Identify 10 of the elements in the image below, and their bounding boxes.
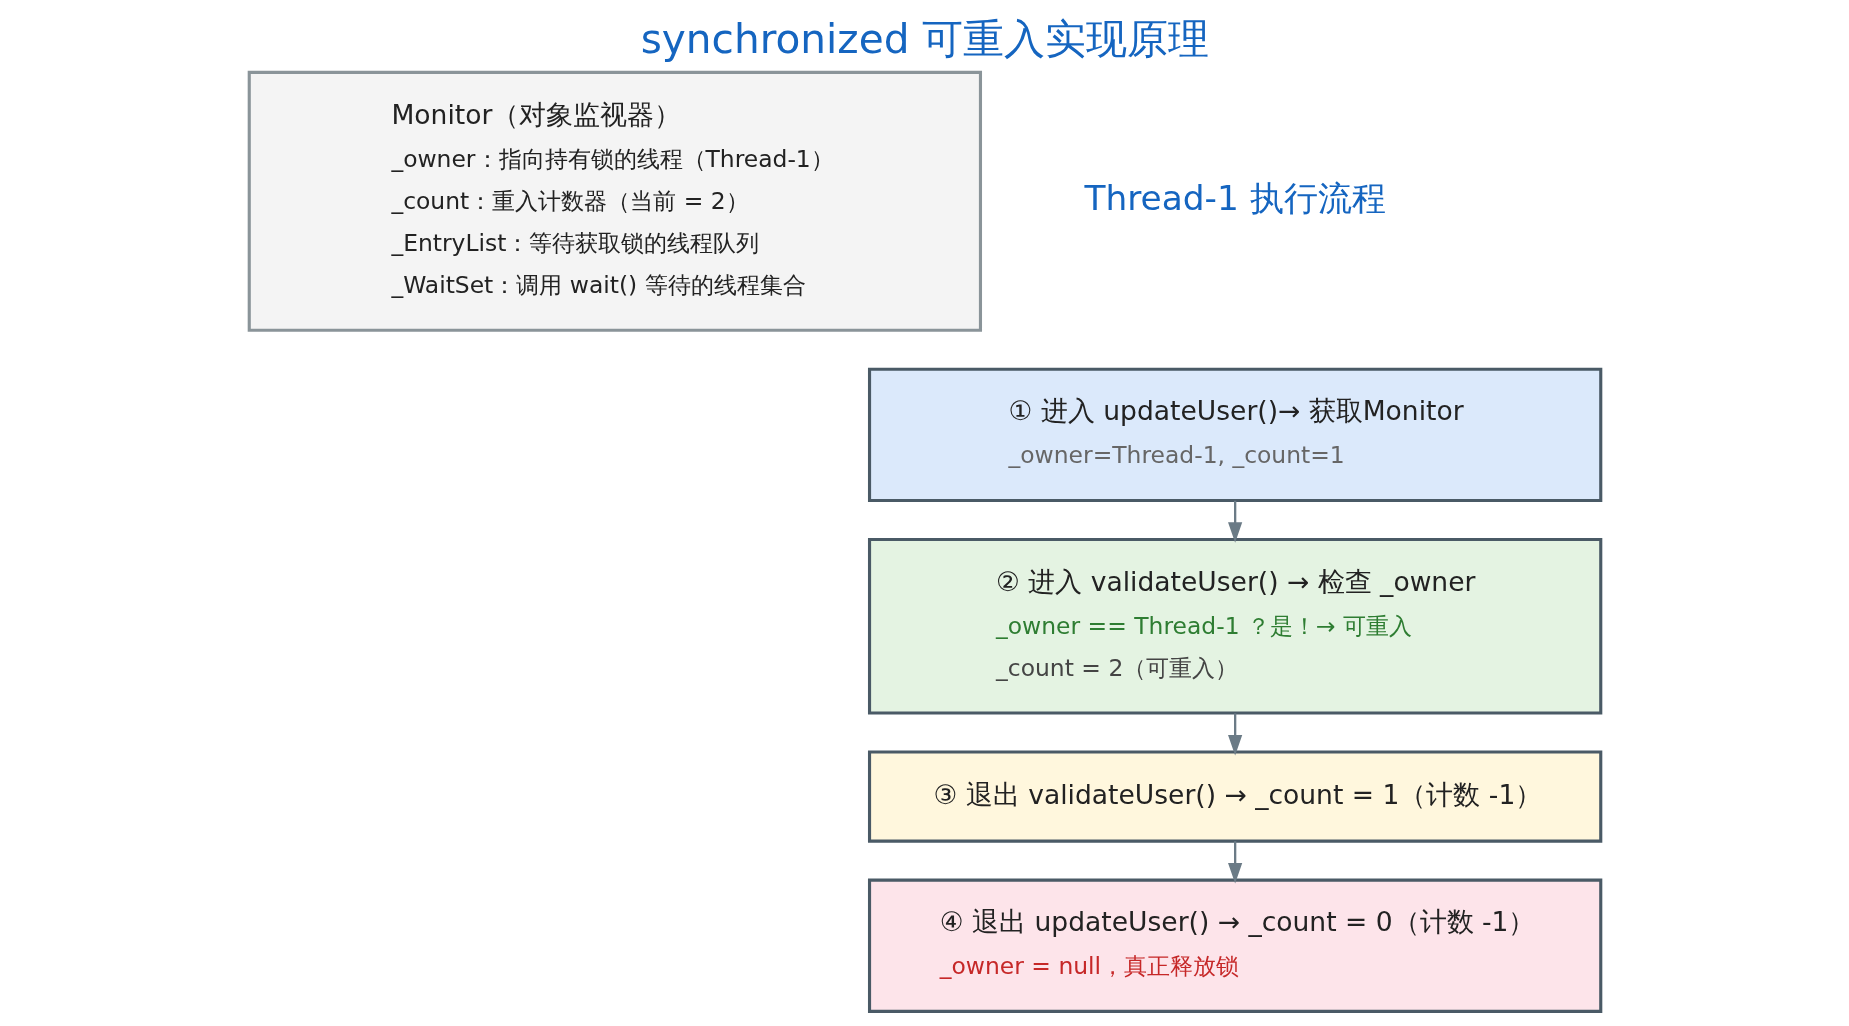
node-box: ④ 退出 updateUser() → _count = 0（计数 -1） _owner = null，真正释放锁 — [867, 878, 1602, 1013]
node-box: ③ 退出 validateUser() → _count = 1（计数 -1） — [867, 750, 1602, 843]
node-box: ① 进入 updateUser()→ 获取Monitor _owner=Thread-1, _count=1 — [867, 367, 1602, 503]
label: Thread-1 执行流程 — [1083, 178, 1386, 219]
node-box: Monitor（对象监视器） _owner：指向持有锁的线程（Thread-1） _count：重入计数器（当前 = 2） _EntryList：等待获取锁的线程队列 _WaitSet：调用 wait() 等待的线程集合 — [247, 70, 982, 332]
arrow — [1227, 841, 1242, 884]
node-box: ② 进入 validateUser() → 检查 _owner _owner == Thread-1 ？是！→ 可重入 _count = 2（可重入） — [867, 538, 1602, 715]
diagram-title: synchronized 可重入实现原理 — [640, 15, 1209, 64]
arrow — [1227, 713, 1242, 756]
arrow — [1227, 500, 1242, 543]
